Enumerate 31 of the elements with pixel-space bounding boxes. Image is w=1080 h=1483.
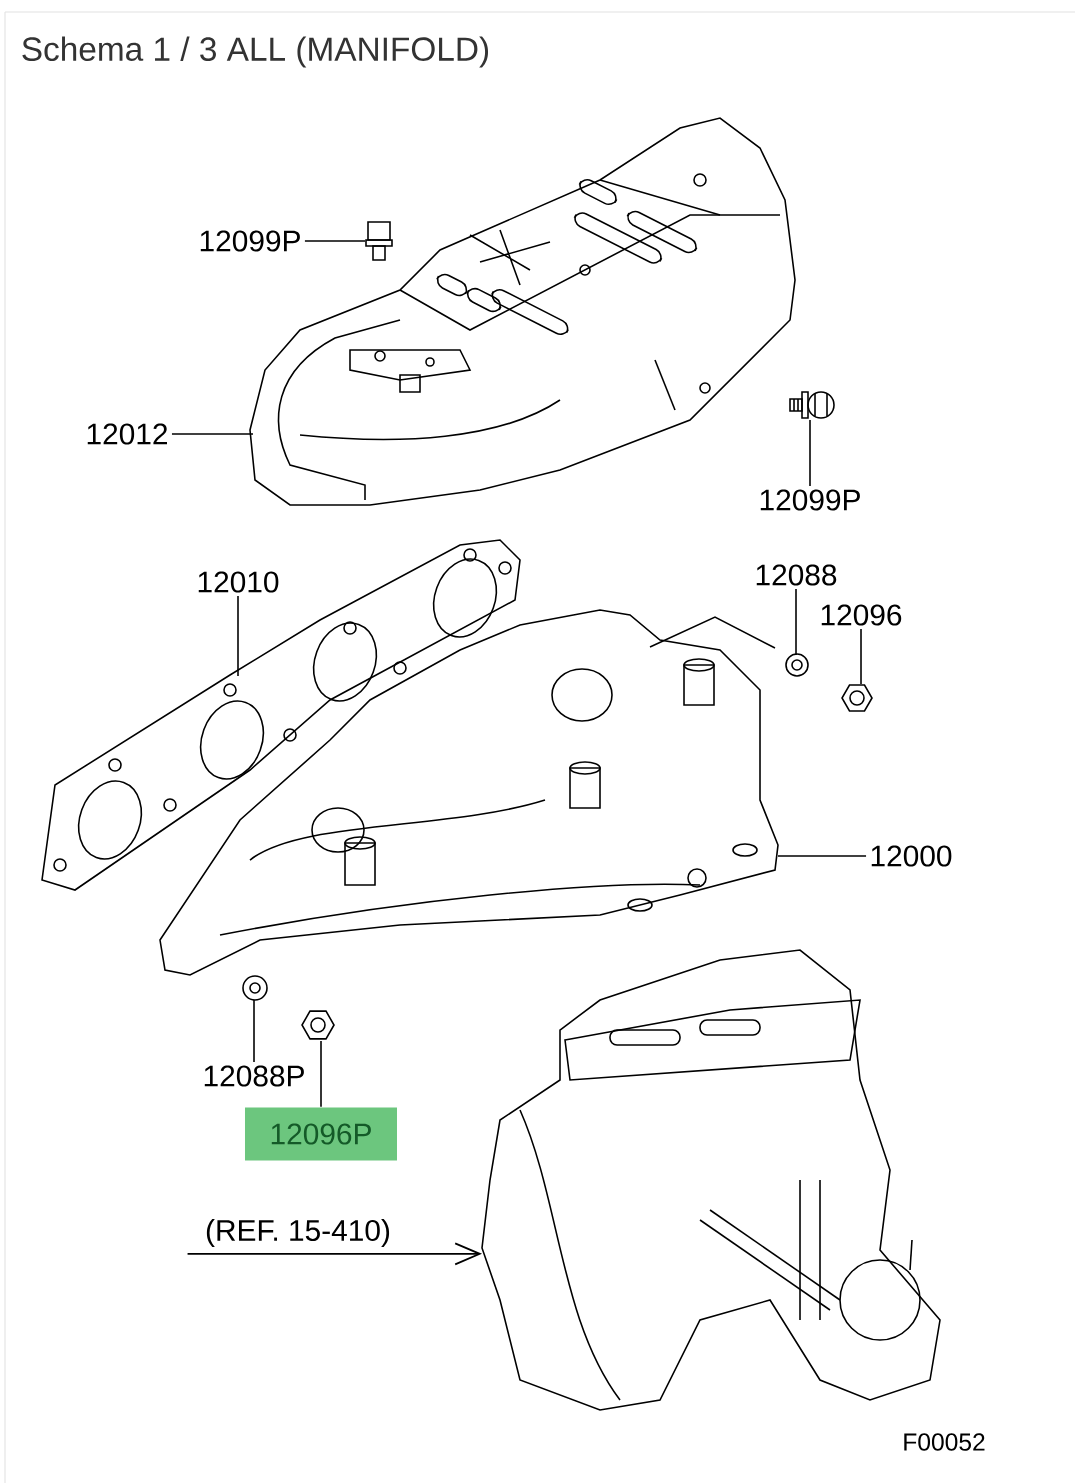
bolt-drawing	[365, 221, 393, 261]
bolt-drawing	[789, 391, 835, 419]
callout-number: 12099P	[760, 489, 860, 511]
callout-number: 12012	[87, 423, 167, 445]
exhaust-manifold-drawing	[159, 609, 779, 976]
leader-line	[253, 999, 255, 1063]
callout-number: 12088P	[204, 1065, 304, 1087]
figure-code: F00052	[904, 1433, 985, 1451]
nut-drawing	[841, 684, 873, 712]
nut-drawing	[301, 1010, 335, 1040]
callout-number: 12088	[756, 564, 837, 586]
leader-line	[777, 855, 867, 857]
gasket-drawing	[41, 539, 521, 891]
leader-line	[171, 433, 254, 435]
title: Schema 1 / 3 ALL (MANIFOLD)	[22, 36, 489, 68]
callout-number: 12096	[821, 604, 902, 626]
turbocharger-drawing	[481, 949, 941, 1411]
callout-number: 12099P	[200, 230, 300, 252]
highlighted-part-number: 12096P	[245, 1107, 397, 1161]
leader-line	[795, 588, 797, 656]
washer-drawing	[785, 653, 809, 677]
washer-drawing	[242, 975, 268, 1001]
leader-line	[320, 1040, 322, 1108]
leader-line	[809, 419, 811, 487]
reference-label: (REF. 15-410)	[206, 1219, 390, 1247]
leader-line	[860, 628, 862, 685]
leader-line	[237, 595, 239, 677]
leader-line	[304, 240, 366, 242]
callout-number: 12010	[198, 571, 279, 593]
arrow	[186, 1242, 482, 1266]
callout-number: 12000	[871, 845, 952, 867]
